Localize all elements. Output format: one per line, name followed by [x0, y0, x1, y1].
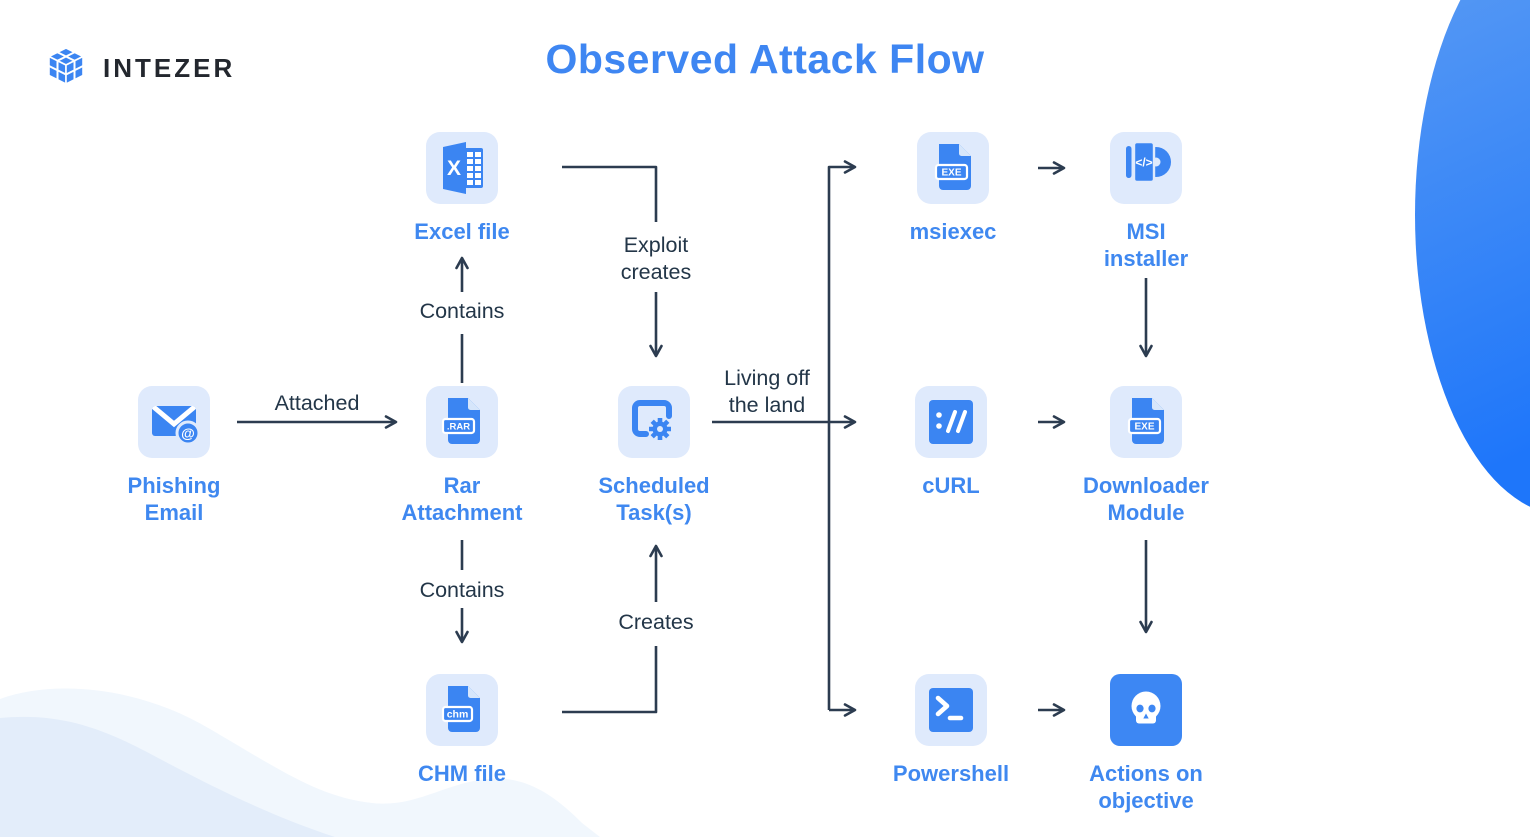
node-label: cURL: [922, 473, 980, 498]
code-glyph: </>: [1135, 156, 1152, 170]
node-label: msiexec: [909, 219, 997, 244]
node-label: Rar Attachment: [401, 473, 523, 525]
svg-text:@: @: [181, 425, 195, 441]
exe-badge: EXE: [941, 168, 961, 179]
node-label: Phishing Email: [127, 473, 221, 525]
edge-label-exploit-creates: Exploit creates: [620, 233, 692, 284]
rar-badge: .RAR: [447, 422, 470, 433]
node-phishing-email: @ Phishing Email: [128, 386, 220, 525]
page-title: Observed Attack Flow: [545, 36, 985, 82]
node-downloader-module: EXE Downloader Module: [1083, 386, 1209, 525]
node-chm-file: chm CHM file: [418, 674, 506, 786]
chm-file-icon: chm: [426, 674, 498, 746]
node-powershell: Powershell: [893, 674, 1009, 786]
node-label: Powershell: [892, 761, 1010, 786]
intezer-logo: INTEZER: [42, 44, 235, 92]
edge-label-creates: Creates: [618, 610, 694, 634]
background-wave: [0, 688, 600, 837]
node-actions-on-objective: Actions on objective: [1089, 674, 1203, 813]
node-label: Scheduled Task(s): [598, 473, 710, 525]
skull-icon: [1110, 674, 1182, 746]
node-label: Downloader Module: [1083, 473, 1209, 525]
edge-label-living-off-the-land: Living off the land: [724, 366, 810, 417]
exe-badge: EXE: [1134, 422, 1154, 433]
rar-file-icon: .RAR: [426, 386, 498, 458]
curl-icon: [915, 386, 987, 458]
node-msi-installer: </> MSI installer: [1104, 132, 1188, 271]
edge-label-contains-top: Contains: [419, 299, 505, 323]
brand-name: INTEZER: [103, 52, 236, 83]
edge-label-contains-bottom: Contains: [419, 578, 505, 602]
chm-badge: chm: [447, 709, 469, 721]
node-label: MSI installer: [1103, 219, 1189, 271]
node-curl: cURL: [915, 386, 987, 498]
scheduled-task-icon: [618, 386, 690, 458]
msi-disc-icon: </>: [1110, 132, 1182, 204]
node-rar-attachment: .RAR Rar Attachment: [401, 386, 523, 525]
exe-file-icon: EXE: [1110, 386, 1182, 458]
node-label: CHM file: [418, 761, 506, 786]
terminal-icon: [915, 674, 987, 746]
edge-label-attached: Attached: [274, 391, 360, 415]
email-at-icon: @: [138, 386, 210, 458]
node-scheduled-tasks: Scheduled Task(s): [598, 386, 710, 525]
exe-file-icon: EXE: [917, 132, 989, 204]
svg-text:X: X: [447, 157, 461, 180]
node-label: Excel file: [414, 219, 510, 244]
node-label: Actions on objective: [1089, 761, 1203, 813]
node-msiexec: EXE msiexec: [910, 132, 996, 244]
cube-logo-icon: [48, 47, 84, 85]
node-excel-file: X Excel file: [414, 132, 510, 244]
excel-file-icon: X: [426, 132, 498, 204]
